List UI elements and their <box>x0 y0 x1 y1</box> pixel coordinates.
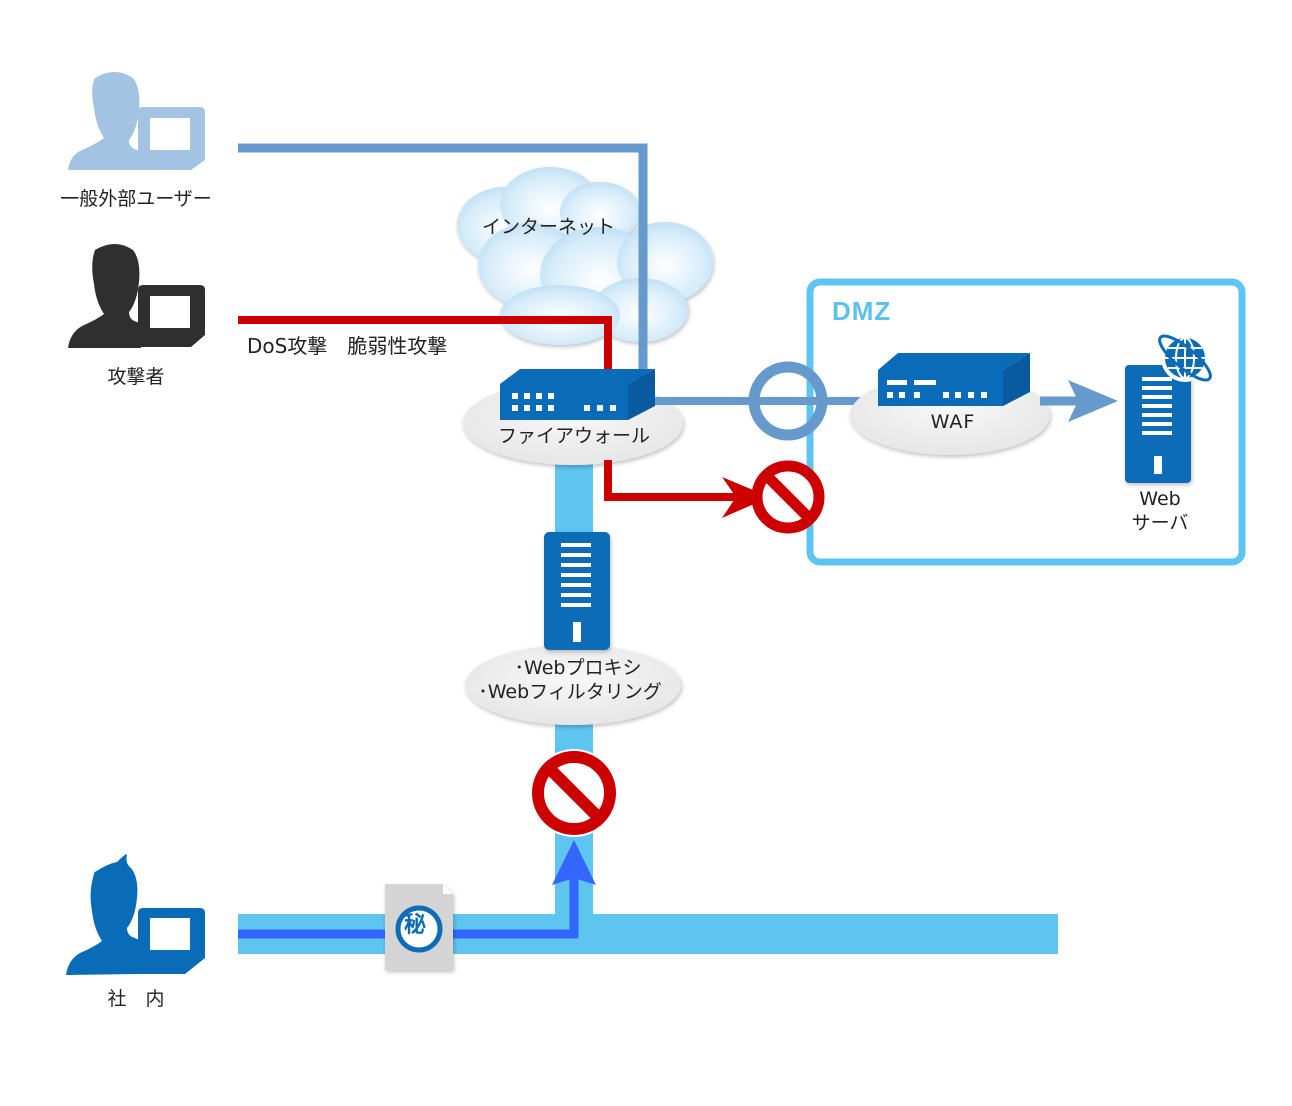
allow-circle-icon <box>748 361 828 441</box>
external-user-icon <box>68 72 205 170</box>
block-icon-dmz <box>751 460 825 534</box>
secret-document-icon <box>385 884 453 970</box>
waf-label: WAF <box>930 411 976 433</box>
external-user-label: 一般外部ユーザー <box>60 188 212 210</box>
web-server-label-line2: サーバ <box>1131 512 1189 534</box>
web-server-icon <box>1125 365 1191 483</box>
proxy-label-line1: ･Webプロキシ <box>514 657 642 679</box>
firewall-device-icon <box>500 369 655 420</box>
proxy-label-line2: ･Webフィルタリング <box>478 681 662 703</box>
attack-blocked-path <box>604 460 740 501</box>
proxy-server-icon <box>544 532 610 650</box>
attack-connection <box>238 316 612 370</box>
proxy-base <box>465 645 681 725</box>
web-server-label-line1: Web <box>1139 488 1181 510</box>
attack-arrowhead <box>722 477 770 518</box>
dmz-title: DMZ <box>832 296 892 326</box>
internet-label: インターネット <box>482 216 616 238</box>
attacker-label: 攻撃者 <box>107 366 165 388</box>
internal-label: 社 内 <box>107 988 165 1010</box>
attack-types-label: DoS攻撃 脆弱性攻撃 <box>247 334 448 358</box>
block-icon-proxy <box>530 749 618 837</box>
globe-icon <box>1158 334 1212 382</box>
waf-device-icon <box>878 353 1030 406</box>
internal-user-icon <box>66 854 205 975</box>
waf-to-server-arrow <box>1040 380 1118 422</box>
attacker-icon <box>68 244 205 348</box>
internal-flow-arrow <box>238 840 596 939</box>
firewall-label: ファイアウォール <box>497 425 651 447</box>
secret-glyph: 秘 <box>404 913 427 938</box>
external-user-connection <box>238 143 648 400</box>
